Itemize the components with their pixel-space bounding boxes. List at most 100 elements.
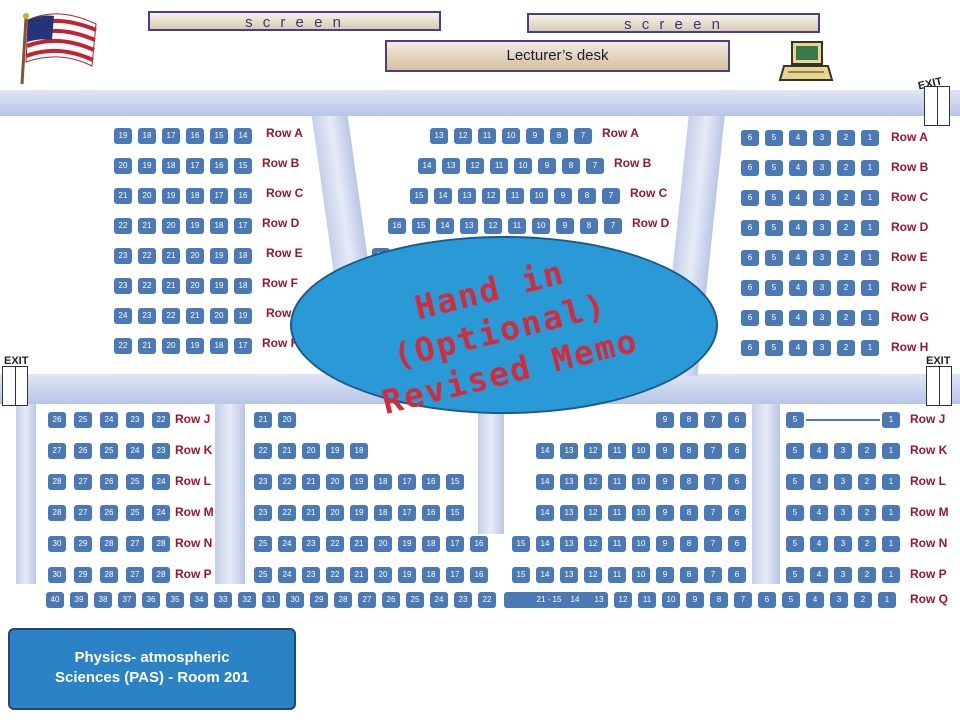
seat: 10 xyxy=(632,443,650,459)
seat: 10 xyxy=(502,128,520,144)
seat: 18 xyxy=(210,338,228,354)
seat: 19 xyxy=(350,505,368,521)
seat: 12 xyxy=(614,592,632,608)
row-label: Row M xyxy=(910,505,949,519)
seat: 4 xyxy=(789,190,807,206)
row-label: Row C xyxy=(266,186,304,200)
seat: 4 xyxy=(810,443,828,459)
seat: 6 xyxy=(728,412,746,428)
seat: 25 xyxy=(254,567,272,583)
seat: 3 xyxy=(813,130,831,146)
seat: 24 xyxy=(152,505,170,521)
seat: 6 xyxy=(758,592,776,608)
seat: 25 xyxy=(126,474,144,490)
seat: 22 xyxy=(114,338,132,354)
seat: 27 xyxy=(74,474,92,490)
seat: 18 xyxy=(138,128,156,144)
seat: 5 xyxy=(786,474,804,490)
seat: 22 xyxy=(138,278,156,294)
seat: 19 xyxy=(398,567,416,583)
seat: 9 xyxy=(656,474,674,490)
seat: 5 xyxy=(786,412,804,428)
seat: 21 xyxy=(162,278,180,294)
seat: 37 xyxy=(118,592,136,608)
seat: 23 xyxy=(138,308,156,324)
seat: 2 xyxy=(858,474,876,490)
seat: 18 xyxy=(162,158,180,174)
seat: 2 xyxy=(837,220,855,236)
seat: 8 xyxy=(680,443,698,459)
seat: 2 xyxy=(858,443,876,459)
seat: 9 xyxy=(554,188,572,204)
seat: 17 xyxy=(186,158,204,174)
seat: 1 xyxy=(861,250,879,266)
seat: 11 xyxy=(478,128,496,144)
seat: 7 xyxy=(704,505,722,521)
seat: 4 xyxy=(789,340,807,356)
row-j-connector xyxy=(806,419,880,421)
seat: 18 xyxy=(374,474,392,490)
seat: 1 xyxy=(861,190,879,206)
seat: 12 xyxy=(584,505,602,521)
seat: 19 xyxy=(398,536,416,552)
seat: 11 xyxy=(608,567,626,583)
seat: 17 xyxy=(398,474,416,490)
seat: 8 xyxy=(680,474,698,490)
seat: 26 xyxy=(74,443,92,459)
hand-in-badge xyxy=(290,236,718,414)
seat: 14 xyxy=(536,536,554,552)
seat: 15 xyxy=(210,128,228,144)
row-label: Row A xyxy=(891,130,928,144)
seat: 19 xyxy=(114,128,132,144)
seat: 7 xyxy=(704,474,722,490)
seat: 19 xyxy=(186,338,204,354)
seat: 10 xyxy=(632,536,650,552)
seat: 9 xyxy=(538,158,556,174)
seat: 6 xyxy=(741,160,759,176)
seat: 26 xyxy=(100,474,118,490)
seat: 8 xyxy=(562,158,580,174)
seat: 1 xyxy=(861,310,879,326)
seat: 19 xyxy=(186,218,204,234)
seat: 29 xyxy=(74,567,92,583)
row-label: Row K xyxy=(910,443,948,457)
screen-left: s c r e e n xyxy=(148,11,441,31)
seat: 13 xyxy=(590,592,608,608)
seat: 2 xyxy=(837,190,855,206)
seat: 7 xyxy=(734,592,752,608)
seat: 3 xyxy=(834,505,852,521)
seat: 18 xyxy=(422,536,440,552)
seat: 23 xyxy=(114,248,132,264)
seat: 5 xyxy=(765,160,783,176)
seat: 4 xyxy=(810,505,828,521)
seat: 1 xyxy=(878,592,896,608)
seat: 6 xyxy=(741,130,759,146)
seat: 26 xyxy=(48,412,66,428)
seat: 20 xyxy=(162,338,180,354)
seat: 1 xyxy=(882,536,900,552)
seat: 28 xyxy=(48,505,66,521)
seat: 9 xyxy=(656,567,674,583)
seat: 3 xyxy=(813,220,831,236)
seat: 12 xyxy=(454,128,472,144)
seat: 11 xyxy=(638,592,656,608)
seat: 4 xyxy=(789,220,807,236)
seat: 21 xyxy=(278,443,296,459)
door-icon xyxy=(2,366,28,406)
seat: 4 xyxy=(806,592,824,608)
seat: 21 xyxy=(162,248,180,264)
row-label: Row C xyxy=(891,190,929,204)
seat: 27 xyxy=(48,443,66,459)
seat: 8 xyxy=(580,218,598,234)
seat: 20 xyxy=(210,308,228,324)
computer-icon xyxy=(778,41,834,81)
seat: 8 xyxy=(680,412,698,428)
row-label: Row D xyxy=(891,220,929,234)
seat: 19 xyxy=(326,443,344,459)
row-label: Row J xyxy=(175,412,211,426)
seat: 13 xyxy=(442,158,460,174)
row-label: Row M xyxy=(175,505,214,519)
seat: 22 xyxy=(278,474,296,490)
seat: 5 xyxy=(765,250,783,266)
seat: 3 xyxy=(813,310,831,326)
